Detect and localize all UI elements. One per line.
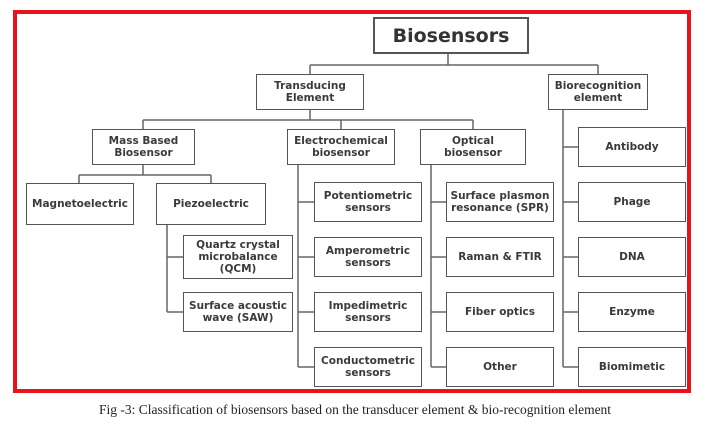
node-saw: Surface acoustic wave (SAW): [183, 292, 293, 332]
node-electrochemical-biosensor: Electrochemical biosensor: [287, 129, 395, 165]
node-spr: Surface plasmon resonance (SPR): [446, 182, 554, 222]
node-magnetoelectric: Magnetoelectric: [26, 183, 134, 225]
node-qcm: Quartz crystal microbalance (QCM): [183, 235, 293, 279]
node-conductometric-sensors: Conductometric sensors: [314, 347, 422, 387]
node-biomimetic: Biomimetic: [578, 347, 686, 387]
node-biosensors: Biosensors: [373, 17, 529, 54]
node-optical-biosensor: Optical biosensor: [420, 129, 526, 165]
node-biorecognition-element: Biorecognition element: [548, 74, 648, 110]
node-transducing-element: Transducing Element: [256, 74, 364, 110]
node-antibody: Antibody: [578, 127, 686, 167]
node-amperometric-sensors: Amperometric sensors: [314, 237, 422, 277]
node-raman-ftir: Raman & FTIR: [446, 237, 554, 277]
figure-caption: Fig -3: Classification of biosensors bas…: [98, 402, 612, 417]
node-piezoelectric: Piezoelectric: [156, 183, 266, 225]
node-mass-based-biosensor: Mass Based Biosensor: [92, 129, 195, 165]
node-impedimetric-sensors: Impedimetric sensors: [314, 292, 422, 332]
node-potentiometric-sensors: Potentiometric sensors: [314, 182, 422, 222]
node-other: Other: [446, 347, 554, 387]
node-fiber-optics: Fiber optics: [446, 292, 554, 332]
node-phage: Phage: [578, 182, 686, 222]
figure-frame: [13, 10, 691, 393]
node-dna: DNA: [578, 237, 686, 277]
node-enzyme: Enzyme: [578, 292, 686, 332]
